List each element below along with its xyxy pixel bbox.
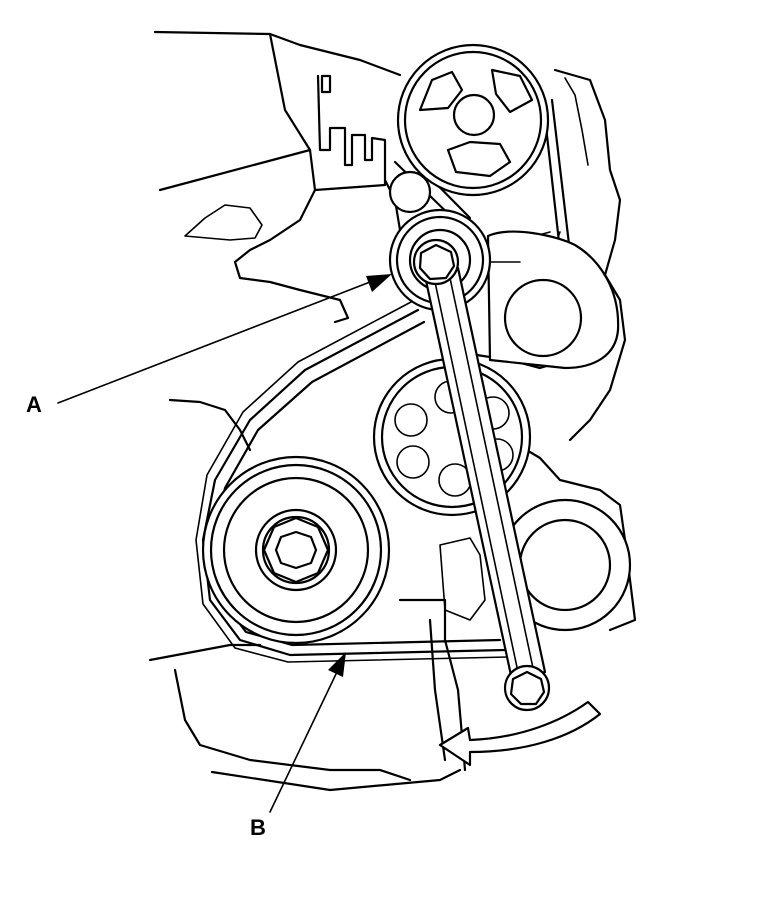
callout-a-arrowhead-icon <box>366 274 392 292</box>
engine-block-outline <box>148 30 637 792</box>
callout-a-label: A <box>26 392 42 417</box>
callout-b-arrowhead-icon <box>328 652 346 677</box>
wrench <box>412 238 551 712</box>
lower-right-pulley <box>498 498 632 632</box>
rotation-arrow-icon <box>438 700 602 767</box>
callout-b: B <box>250 652 346 840</box>
small-idler-pulley <box>388 170 432 214</box>
callout-a: A <box>26 274 392 417</box>
callout-b-label: B <box>250 815 266 840</box>
crankshaft-pulley <box>201 455 391 645</box>
upper-pulley <box>396 43 550 197</box>
right-upper-pulley <box>486 230 620 370</box>
